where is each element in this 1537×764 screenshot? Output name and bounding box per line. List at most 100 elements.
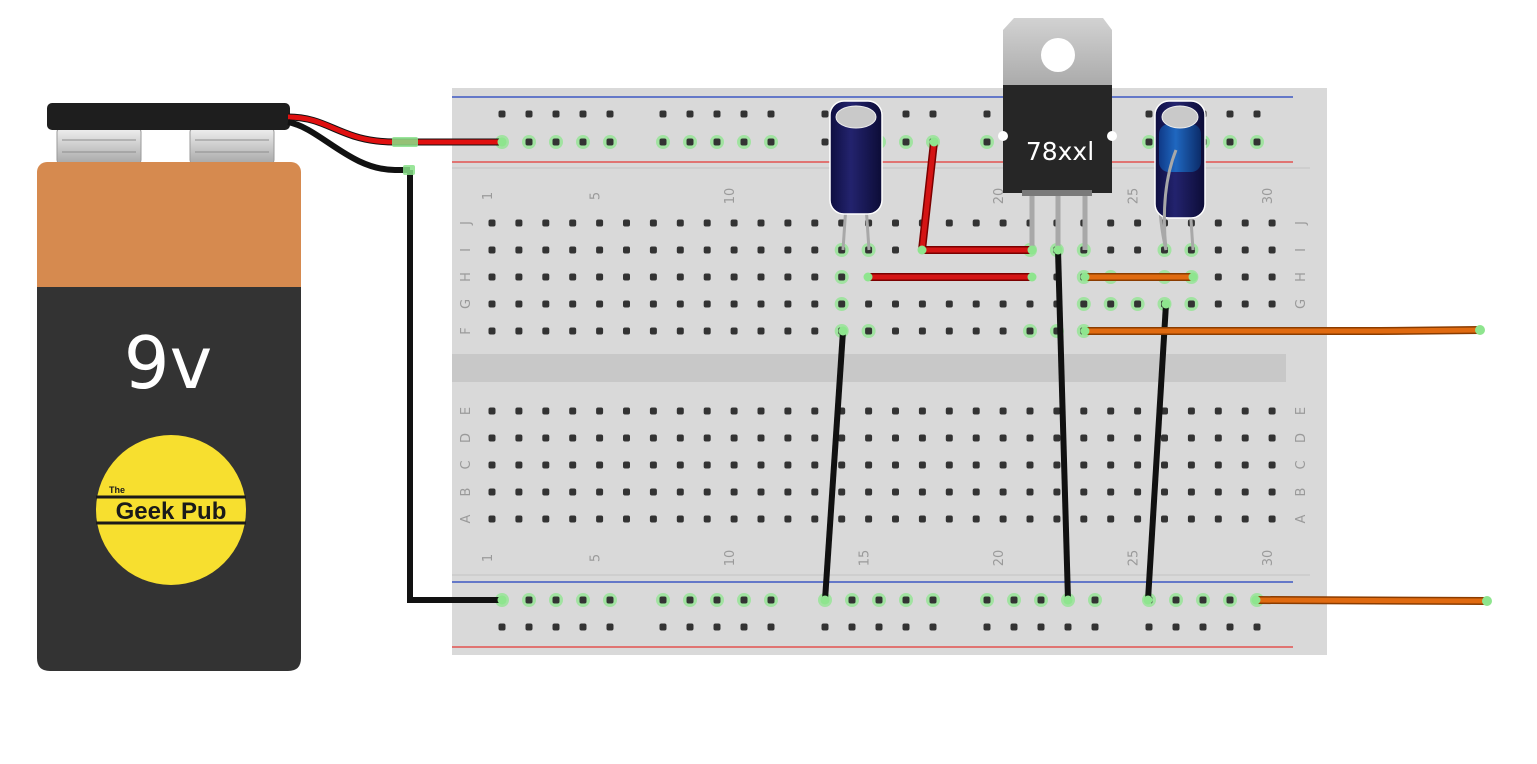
breadboard-hole: [1134, 515, 1142, 523]
breadboard-hole: [1268, 273, 1276, 281]
breadboard-hole: [676, 407, 684, 415]
breadboard-hole: [1107, 300, 1115, 308]
breadboard-hole: [515, 515, 523, 523]
breadboard-hole: [999, 461, 1007, 469]
breadboard-hole: [1080, 488, 1088, 496]
breadboard-hole: [542, 273, 550, 281]
breadboard-hole: [972, 434, 980, 442]
breadboard-hole: [1241, 219, 1249, 227]
breadboard-hole: [1241, 300, 1249, 308]
breadboard-hole: [740, 138, 748, 146]
row-letter: C: [459, 460, 474, 469]
breadboard-hole: [730, 488, 738, 496]
breadboard-hole: [740, 623, 748, 631]
breadboard-hole: [811, 273, 819, 281]
breadboard-hole: [1241, 407, 1249, 415]
breadboard-hole: [767, 623, 775, 631]
breadboard-hole: [488, 300, 496, 308]
breadboard-hole: [623, 488, 630, 496]
breadboard-hole: [1214, 434, 1222, 442]
breadboard-hole: [676, 300, 684, 308]
breadboard-hole: [579, 623, 587, 631]
breadboard-hole: [1253, 138, 1261, 146]
breadboard-hole: [552, 623, 560, 631]
breadboard-hole: [542, 515, 550, 523]
breadboard-hole: [552, 596, 560, 604]
breadboard-hole: [1268, 488, 1276, 496]
column-number: 25: [1127, 550, 1142, 567]
breadboard-hole: [525, 138, 533, 146]
breadboard-hole: [902, 110, 910, 118]
breadboard-hole: [1268, 300, 1276, 308]
breadboard-hole: [865, 327, 873, 335]
breadboard-hole: [542, 488, 550, 496]
breadboard-hole: [865, 434, 873, 442]
breadboard-hole: [552, 138, 560, 146]
breadboard-hole: [1107, 515, 1115, 523]
breadboard-hole: [1187, 407, 1195, 415]
breadboard-hole: [972, 461, 980, 469]
breadboard-hole: [1161, 407, 1168, 415]
breadboard-hole: [606, 138, 614, 146]
breadboard-hole: [542, 461, 550, 469]
breadboard-hole: [918, 407, 926, 415]
breadboard-hole: [1214, 488, 1222, 496]
ground-wire: [407, 170, 502, 603]
breadboard-hole: [488, 434, 496, 442]
breadboard-hole: [784, 273, 792, 281]
breadboard-hole: [767, 596, 775, 604]
breadboard-hole: [569, 327, 577, 335]
breadboard-hole: [1172, 596, 1180, 604]
breadboard-hole: [542, 219, 550, 227]
battery-snap-connector: [47, 103, 290, 130]
breadboard-hole: [1241, 434, 1249, 442]
breadboard-hole: [1107, 434, 1115, 442]
breadboard-hole: [1253, 623, 1261, 631]
orange-wire-output-lead: [1085, 327, 1481, 334]
breadboard-hole: [623, 219, 630, 227]
breadboard-hole: [865, 461, 873, 469]
breadboard-hole: [1134, 461, 1142, 469]
breadboard-hole: [892, 515, 899, 523]
breadboard-hole: [811, 515, 819, 523]
breadboard-hole: [1268, 246, 1276, 254]
breadboard-hole: [730, 300, 738, 308]
breadboard-hole: [1214, 246, 1222, 254]
breadboard-hole: [983, 110, 991, 118]
breadboard-hole: [1107, 488, 1115, 496]
breadboard-hole: [569, 407, 577, 415]
logo-small-text: The: [109, 485, 125, 495]
breadboard-hole: [865, 407, 873, 415]
battery-9v: 9v The Geek Pub: [37, 103, 301, 671]
breadboard-hole: [1145, 623, 1153, 631]
breadboard-hole: [730, 327, 738, 335]
breadboard-hole: [713, 110, 721, 118]
wire-endpoint: [1027, 272, 1037, 282]
row-letter: D: [1294, 433, 1309, 443]
row-letter: J: [459, 221, 474, 226]
breadboard-hole: [703, 407, 711, 415]
breadboard-hole: [1187, 515, 1195, 523]
breadboard-hole: [918, 434, 926, 442]
breadboard-hole: [649, 219, 657, 227]
breadboard-hole: [821, 623, 829, 631]
breadboard-hole: [945, 407, 953, 415]
breadboard-hole: [1268, 219, 1276, 227]
breadboard-hole: [1214, 219, 1222, 227]
breadboard-hole: [1064, 623, 1072, 631]
breadboard-hole: [784, 515, 792, 523]
breadboard-hole: [784, 300, 792, 308]
breadboard-hole: [498, 623, 506, 631]
wire-endpoint: [929, 137, 939, 147]
breadboard-hole: [972, 219, 980, 227]
breadboard-hole: [1161, 515, 1168, 523]
regulator-label: 78xxl: [1026, 137, 1094, 166]
breadboard-hole: [902, 623, 910, 631]
breadboard-hole: [1199, 623, 1207, 631]
breadboard-hole: [1214, 273, 1222, 281]
wire-endpoint: [1080, 326, 1090, 336]
row-letter: I: [459, 248, 474, 252]
breadboard-hole: [730, 273, 738, 281]
column-number: 10: [723, 550, 738, 567]
breadboard-hole: [1253, 110, 1261, 118]
